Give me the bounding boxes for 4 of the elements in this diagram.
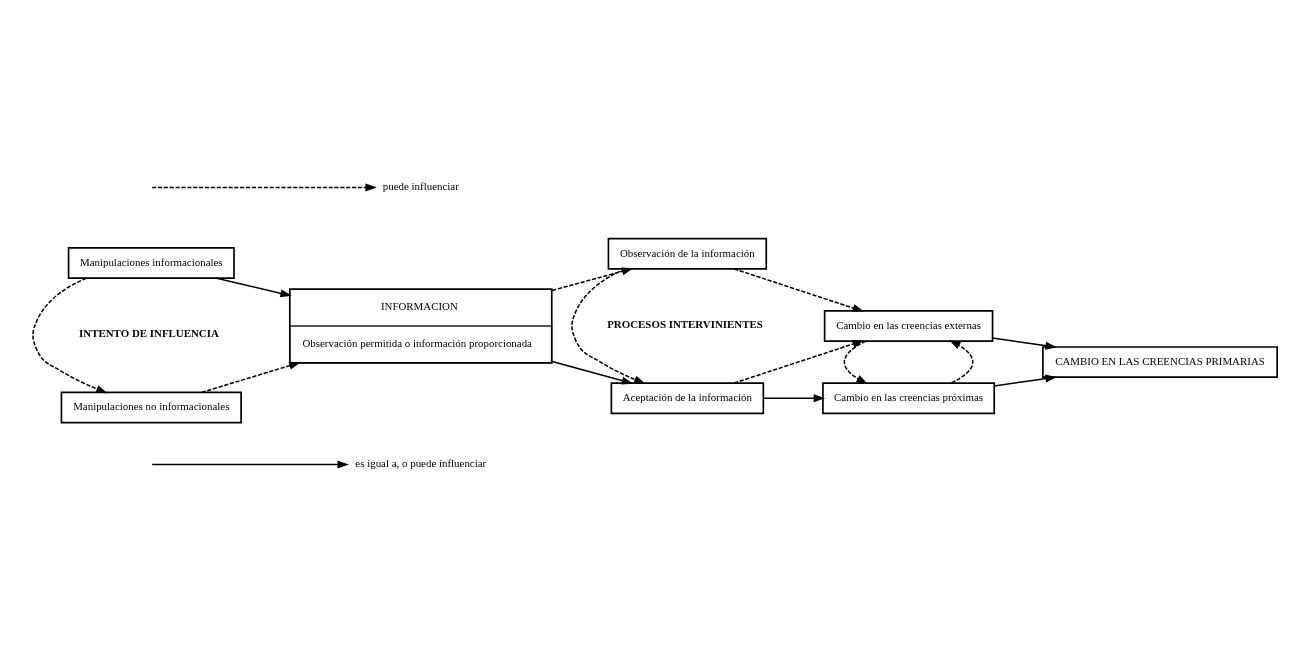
legend-label: puede influenciar xyxy=(382,179,459,192)
label: INTENTO DE INFLUENCIA xyxy=(79,326,219,339)
label: PROCESOS INTERVINIENTES xyxy=(607,317,763,330)
legend-label: es igual a, o puede influenciar xyxy=(355,456,487,469)
